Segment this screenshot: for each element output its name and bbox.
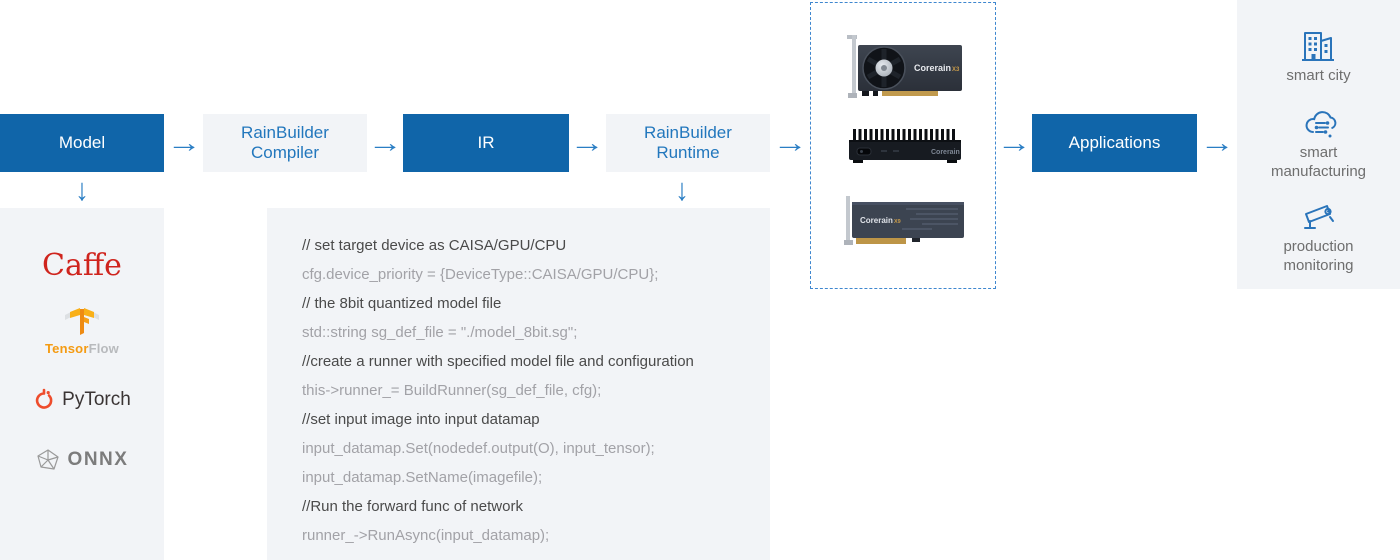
caffe-logo: Caffe [42, 248, 122, 283]
production-monitoring-label: production monitoring [1283, 237, 1353, 275]
production-monitoring-icon [1303, 205, 1334, 229]
node-model: Model [0, 114, 164, 172]
application-smart-city: smart city [1286, 26, 1351, 85]
arrow-right-icon: → [367, 127, 403, 158]
edge-device-image: Corerain [849, 129, 961, 163]
code-line: // the 8bit quantized model file [302, 295, 502, 312]
smart-manufacturing-label-line2: manufacturing [1270, 163, 1367, 180]
node-compiler-label: RainBuilder Compiler [241, 123, 329, 163]
node-runtime-label: RainBuilder Runtime [644, 123, 732, 163]
onnx-logo: ONNX [36, 448, 129, 472]
smart-manufacturing-label-line1: smart [1299, 144, 1338, 161]
code-line: cfg.device_priority = {DeviceType::CAISA… [302, 266, 659, 283]
applications-panel: smart city smart manufacturi [1237, 0, 1400, 289]
node-applications-label: Applications [1068, 133, 1161, 152]
production-monitoring-label-line2: monitoring [1283, 257, 1354, 274]
accelerator-card-brand: Corerain [914, 63, 951, 73]
server-card-brand: Corerain [860, 216, 893, 225]
arrow-right-icon: → [166, 127, 202, 158]
code-line: //set input image into input datamap [302, 411, 540, 428]
arrow-right-icon: → [569, 127, 605, 158]
hardware-group-box: Corerain X3 Corerain [810, 2, 996, 289]
node-rainbuilder-runtime: RainBuilder Runtime [606, 114, 770, 172]
accelerator-card-model: X3 [952, 67, 960, 73]
production-monitoring-label-line1: production [1283, 238, 1354, 255]
smart-city-label: smart city [1286, 67, 1351, 84]
pytorch-wordmark: PyTorch [62, 389, 131, 410]
runtime-label-line2: Runtime [656, 143, 720, 162]
application-smart-manufacturing: smart manufacturing [1271, 103, 1366, 181]
code-line: std::string sg_def_file = "./model_8bit.… [302, 324, 578, 341]
code-line: // set target device as CAISA/GPU/CPU [302, 237, 567, 254]
server-card-model: X9 [894, 219, 901, 225]
arrow-down-icon: ↓ [675, 172, 689, 207]
code-line: //Run the forward func of network [302, 498, 523, 515]
pytorch-icon [35, 388, 53, 409]
arrow-right-icon: → [1199, 127, 1235, 158]
frameworks-panel: Caffe TensorFlow PyTorch [0, 208, 164, 560]
runtime-label-line1: RainBuilder [644, 123, 732, 142]
node-applications: Applications [1032, 114, 1197, 172]
smart-manufacturing-icon [1305, 111, 1336, 138]
code-line: //create a runner with specified model f… [302, 353, 694, 370]
node-ir-label: IR [477, 133, 495, 152]
server-card-image: Corerain X9 [844, 196, 964, 245]
code-line: this->runner_= BuildRunner(sg_def_file, … [302, 382, 602, 399]
code-line: runner_->RunAsync(input_datamap); [302, 527, 550, 544]
edge-device-brand: Corerain [931, 149, 960, 156]
arrow-right-icon: → [996, 127, 1032, 158]
smart-manufacturing-label: smart manufacturing [1271, 143, 1366, 181]
compiler-label-line1: RainBuilder [241, 123, 329, 142]
smart-city-icon [1302, 32, 1335, 61]
accelerator-card-image: Corerain X3 [847, 35, 962, 98]
arrow-right-icon: → [772, 127, 808, 158]
node-model-label: Model [58, 133, 106, 152]
node-rainbuilder-compiler: RainBuilder Compiler [203, 114, 367, 172]
runtime-code-panel: // set target device as CAISA/GPU/CPU cf… [267, 208, 770, 560]
application-production-monitoring: production monitoring [1283, 197, 1354, 275]
arrow-down-icon: ↓ [75, 172, 89, 207]
onnx-wordmark: ONNX [67, 449, 129, 470]
tensorflow-logo: TensorFlow [45, 305, 119, 356]
tensorflow-icon [64, 308, 99, 335]
tensorflow-word-tensor: Tensor [45, 341, 89, 356]
pytorch-logo: PyTorch [33, 388, 131, 412]
tensorflow-word-flow: Flow [88, 341, 119, 356]
onnx-icon [36, 449, 59, 470]
node-ir: IR [403, 114, 569, 172]
tensorflow-wordmark: TensorFlow [45, 341, 119, 356]
code-line: input_datamap.SetName(imagefile); [302, 469, 543, 486]
code-line: input_datamap.Set(nodedef.output(O), inp… [302, 440, 655, 457]
compiler-label-line2: Compiler [250, 143, 319, 162]
